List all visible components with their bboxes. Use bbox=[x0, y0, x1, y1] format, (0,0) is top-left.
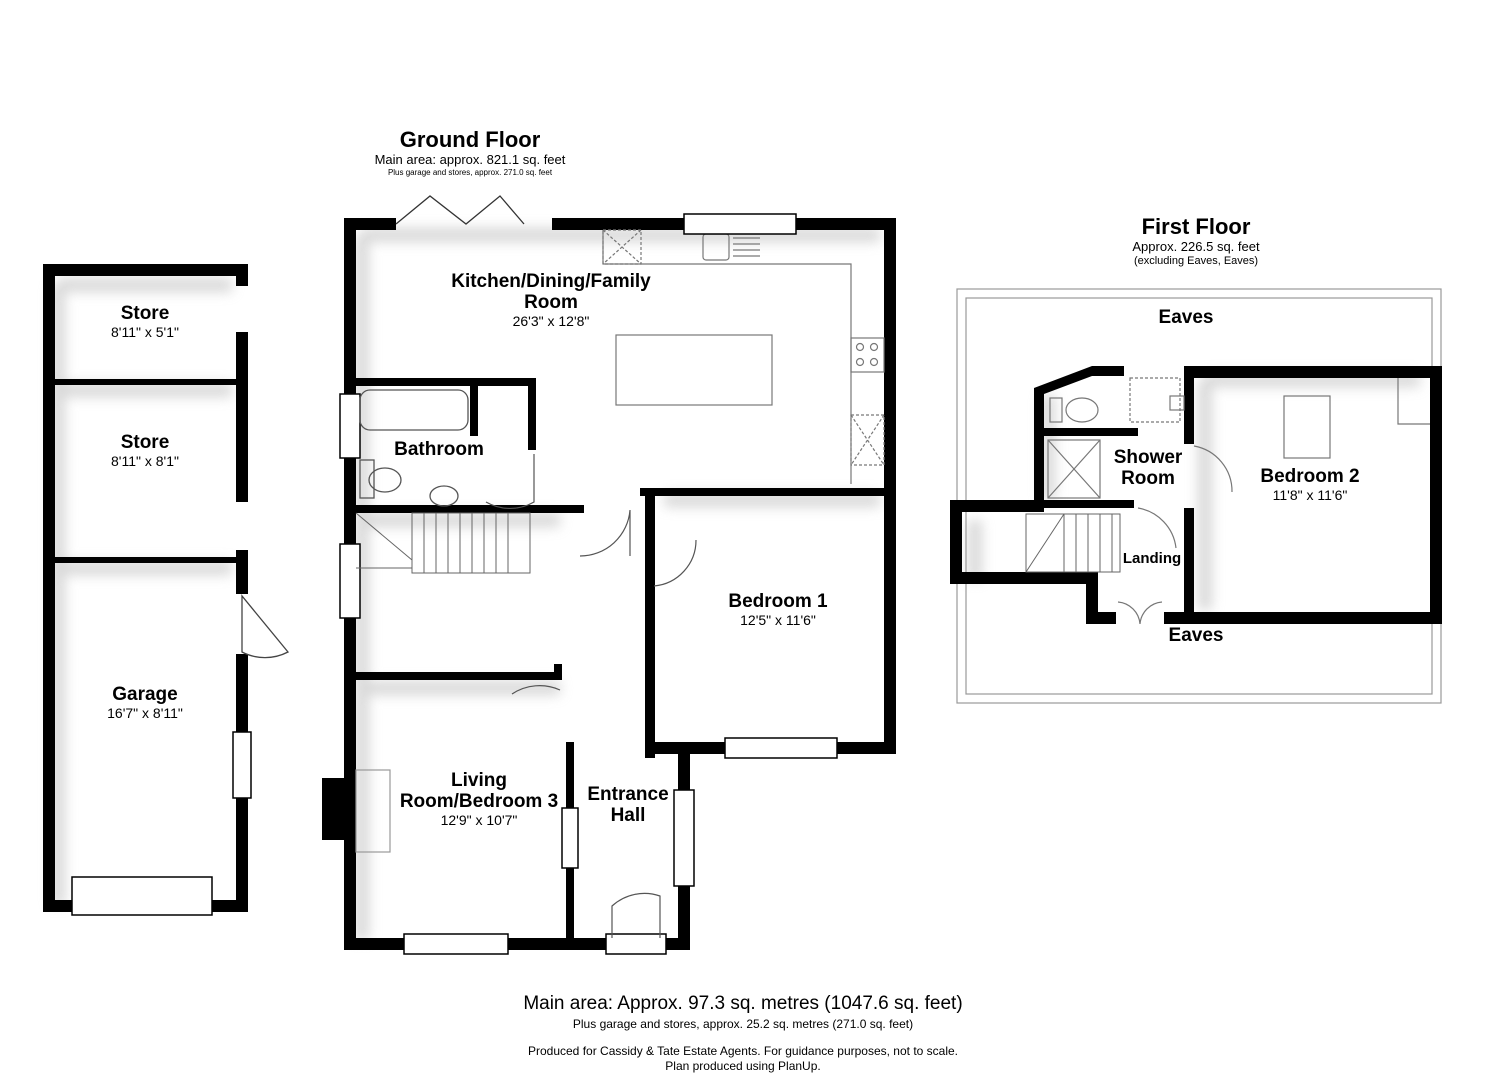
garage-name: Garage bbox=[112, 684, 178, 705]
first-floor-stairs bbox=[1025, 513, 1121, 573]
shower-name-line2: Room bbox=[1121, 468, 1175, 489]
bifold-doors bbox=[395, 195, 525, 225]
living-dims: 12'9" x 10'7" bbox=[440, 812, 518, 828]
first-floor-fixtures bbox=[1047, 377, 1430, 625]
first-floor-walls bbox=[950, 366, 1442, 624]
kitchen-dims: 26'3" x 12'8" bbox=[512, 313, 590, 329]
bath bbox=[359, 389, 469, 431]
garage-block bbox=[43, 264, 248, 912]
living-name-line1: Living bbox=[451, 770, 507, 791]
landing-name: Landing bbox=[1122, 550, 1182, 567]
shower-name-line1: Shower bbox=[1113, 447, 1183, 468]
living-name-line2: Room/Bedroom 3 bbox=[399, 791, 559, 812]
entrance-name-line1: Entrance bbox=[587, 784, 669, 805]
ground-stairs bbox=[355, 512, 531, 574]
door-swings bbox=[485, 454, 697, 938]
garage-door bbox=[71, 876, 213, 916]
garage-dims: 16'7" x 8'11" bbox=[107, 705, 183, 721]
bathroom-fixtures bbox=[359, 389, 469, 507]
kitchen-name-line1: Kitchen/Dining/Family bbox=[451, 271, 651, 292]
footer-credit-line1: Produced for Cassidy & Tate Estate Agent… bbox=[527, 1044, 959, 1058]
toilet-icon bbox=[368, 467, 402, 493]
ground-floor-extra-area: Plus garage and stores, approx. 271.0 sq… bbox=[387, 168, 553, 177]
footer-extra-area: Plus garage and stores, approx. 25.2 sq.… bbox=[572, 1017, 914, 1031]
bedroom1-dims: 12'5" x 11'6" bbox=[740, 612, 816, 628]
chimney-hearth bbox=[355, 769, 391, 853]
garage-side-window bbox=[232, 731, 252, 799]
store-top-dims: 8'11" x 5'1" bbox=[111, 324, 179, 340]
bedroom1-name: Bedroom 1 bbox=[728, 591, 828, 612]
bedroom2-name: Bedroom 2 bbox=[1260, 466, 1360, 487]
skylight bbox=[1283, 395, 1331, 459]
shower-room-toilet bbox=[1065, 397, 1099, 423]
hob bbox=[850, 337, 885, 373]
garage-fixtures bbox=[71, 731, 252, 916]
first-floor-title: First Floor bbox=[1141, 214, 1251, 239]
bathroom-name: Bathroom bbox=[394, 439, 484, 460]
bedroom2-dims: 11'8" x 11'6" bbox=[1272, 487, 1348, 503]
wall-shadows bbox=[51, 228, 1420, 940]
footer-main-area: Main area: Approx. 97.3 sq. metres (1047… bbox=[523, 993, 963, 1014]
kitchen-island bbox=[615, 334, 773, 406]
first-floor-note: (excluding Eaves, Eaves) bbox=[1133, 255, 1259, 267]
store-mid-name: Store bbox=[120, 432, 170, 453]
eaves-bottom-label: Eaves bbox=[1168, 625, 1224, 646]
kitchen-fixtures bbox=[602, 229, 885, 484]
basin-icon bbox=[429, 485, 459, 507]
ground-floor-title: Ground Floor bbox=[399, 127, 541, 152]
footer-credit-line2: Plan produced using PlanUp. bbox=[665, 1059, 821, 1073]
ground-floor-main-area: Main area: approx. 821.1 sq. feet bbox=[374, 152, 566, 167]
store-mid-dims: 8'11" x 8'1" bbox=[111, 453, 179, 469]
store-top-name: Store bbox=[120, 303, 170, 324]
garage-side-door bbox=[241, 594, 290, 659]
entrance-name-line2: Hall bbox=[610, 805, 646, 826]
first-floor-area: Approx. 226.5 sq. feet bbox=[1132, 239, 1260, 254]
kitchen-name-line2: Room bbox=[524, 292, 578, 313]
windows-ground bbox=[339, 213, 838, 955]
eaves-top-label: Eaves bbox=[1158, 307, 1214, 328]
